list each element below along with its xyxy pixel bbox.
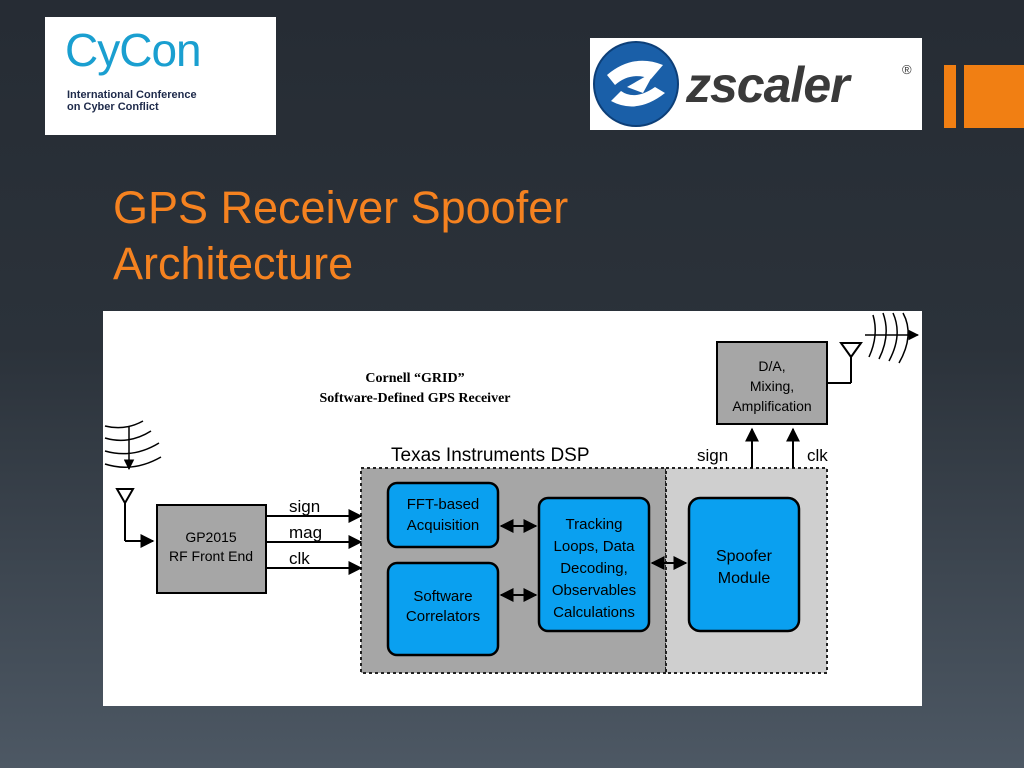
out-signal-sign: sign xyxy=(697,446,728,465)
diagram-caption-line1: Cornell “GRID” xyxy=(365,371,464,386)
correlators-line2: Correlators xyxy=(406,608,480,625)
signal-label-sign: sign xyxy=(289,497,320,516)
diagram-caption-line2: Software-Defined GPS Receiver xyxy=(319,391,510,406)
accent-bar-thin xyxy=(944,65,956,128)
fft-line1: FFT-based xyxy=(407,496,480,513)
da-line3: Amplification xyxy=(732,398,811,414)
tracking-line3: Decoding, xyxy=(560,560,628,577)
fft-line2: Acquisition xyxy=(407,517,480,534)
slide-title-line2: Architecture xyxy=(113,238,354,289)
spoofer-module-block xyxy=(687,496,801,633)
software-correlators-block xyxy=(386,561,500,657)
spoofer-line1: Spoofer xyxy=(716,548,773,565)
architecture-diagram: Cornell “GRID” Software-Defined GPS Rece… xyxy=(103,311,922,706)
tracking-line4: Observables xyxy=(552,582,636,599)
cycon-brand: CyCon xyxy=(65,24,202,76)
cycon-subtitle-line1: International Conference xyxy=(67,89,197,101)
rf-front-end-line1: GP2015 xyxy=(185,529,237,545)
tracking-line2: Loops, Data xyxy=(554,538,636,555)
out-signal-clk: clk xyxy=(807,446,828,465)
diagram-canvas: Cornell “GRID” Software-Defined GPS Rece… xyxy=(104,312,920,674)
tracking-loops-block xyxy=(537,496,651,633)
registered-mark: ® xyxy=(902,62,912,77)
rf-front-end-block xyxy=(156,504,267,594)
zscaler-swoosh-icon xyxy=(593,41,679,127)
tracking-line5: Calculations xyxy=(553,604,635,621)
correlators-line1: Software xyxy=(413,588,472,605)
accent-bar-wide xyxy=(964,65,1024,128)
tracking-line1: Tracking xyxy=(566,516,623,533)
rf-front-end-line2: RF Front End xyxy=(169,548,253,564)
signal-label-mag: mag xyxy=(289,523,322,542)
slide-title: GPS Receiver Spoofer Architecture xyxy=(113,180,813,292)
spoofer-line2: Module xyxy=(718,570,771,587)
output-antenna-icon xyxy=(827,312,920,384)
da-line2: Mixing, xyxy=(750,378,794,394)
cycon-subtitle-line2: on Cyber Conflict xyxy=(67,101,159,113)
input-antenna-icon xyxy=(104,420,162,548)
zscaler-brand: zscaler xyxy=(686,57,850,113)
cycon-subtitle: International Conference on Cyber Confli… xyxy=(67,89,197,113)
signal-label-clk: clk xyxy=(289,549,310,568)
da-mixing-block xyxy=(716,341,828,425)
cycon-logo: CyCon International Conference on Cyber … xyxy=(45,17,276,135)
dsp-label: Texas Instruments DSP xyxy=(391,445,590,466)
da-line1: D/A, xyxy=(758,358,785,374)
zscaler-logo: zscaler ® xyxy=(590,38,922,130)
fft-acquisition-block xyxy=(386,481,500,549)
slide-title-line1: GPS Receiver Spoofer xyxy=(113,182,569,233)
